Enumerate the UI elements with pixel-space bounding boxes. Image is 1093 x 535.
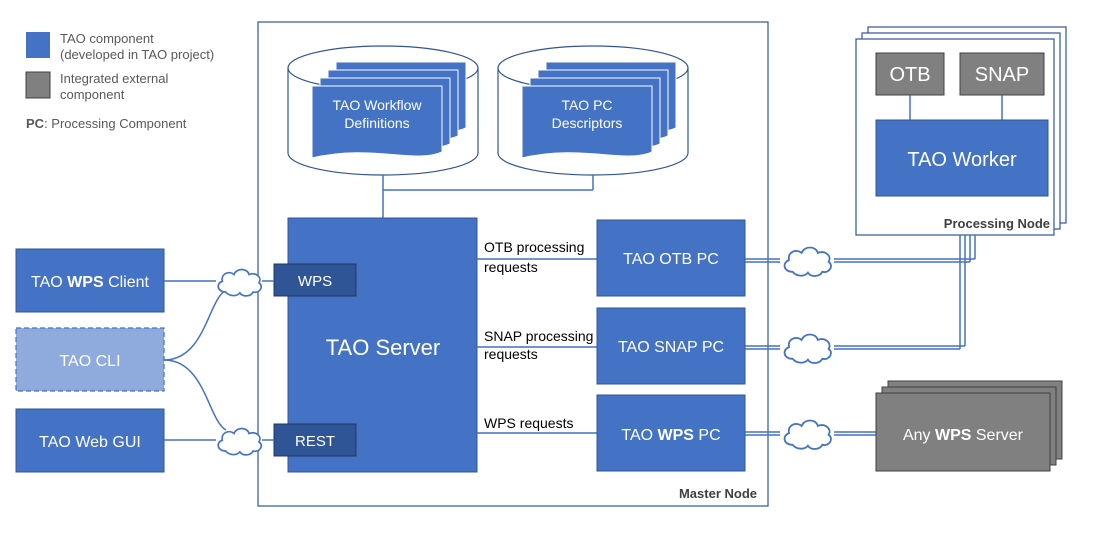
wps-port [273, 263, 357, 297]
web-gui-box [15, 408, 165, 473]
otb-request-line2: requests [484, 259, 538, 275]
wps-port-label: WPS [298, 273, 332, 290]
legend-tao-line2: (developed in TAO project) [60, 47, 214, 62]
wps-pc-box [596, 394, 746, 472]
wps-request-label: WPS requests [484, 415, 573, 431]
wps-pc-label: TAO WPS PC [621, 427, 720, 444]
legend-pc-text: : Processing Component [44, 116, 187, 131]
client-links [163, 280, 274, 441]
otb-label: OTB [889, 64, 930, 86]
any-wps-server-box [875, 392, 1051, 472]
master-node-label: Master Node [679, 486, 757, 501]
legend-external-line2: component [60, 87, 125, 102]
processing-node-label: Processing Node [944, 216, 1050, 231]
tao-worker-label: TAO Worker [907, 149, 1017, 171]
network-cloud-wps [217, 268, 263, 297]
wps-client-label: TAO WPS Client [31, 274, 150, 291]
legend: TAO component (developed in TAO project)… [25, 31, 214, 131]
otb-request-line1: OTB processing [484, 239, 584, 255]
tao-worker-box [875, 119, 1049, 197]
network-cloud-snap [783, 333, 832, 364]
snap-pc-box [596, 307, 746, 385]
server-pc-links [477, 258, 597, 434]
legend-tao-swatch [26, 32, 50, 58]
otb-pc-box [596, 219, 746, 297]
workflow-db-line1: TAO Workflow [333, 97, 423, 113]
network-cloud-otb [783, 246, 832, 277]
rest-port [273, 423, 357, 457]
network-cloud-wps-ext [783, 419, 832, 450]
web-gui-label: TAO Web GUI [39, 434, 141, 451]
legend-pc-note: PC: Processing Component [26, 116, 187, 131]
snap-request-line2: requests [484, 346, 538, 362]
wps-client-box [15, 248, 165, 313]
db-connectors [382, 175, 594, 218]
snap-pc-label: TAO SNAP PC [618, 339, 724, 356]
legend-pc-abbrev: PC [26, 116, 45, 131]
processing-node-stack: OTB SNAP TAO Worker Processing Node [855, 26, 1067, 236]
pc-descriptor-line2: Descriptors [552, 115, 623, 131]
pc-descriptor-db: TAO PC Descriptors [497, 45, 689, 176]
rest-port-label: REST [295, 433, 335, 450]
cli-label: TAO CLI [59, 353, 120, 370]
workflow-db: TAO Workflow Definitions [287, 45, 479, 176]
pc-descriptor-line1: TAO PC [561, 97, 612, 113]
tao-server-label: TAO Server [326, 335, 441, 360]
snap-label: SNAP [975, 64, 1029, 86]
otb-pc-label: TAO OTB PC [623, 251, 719, 268]
legend-external-swatch [25, 71, 51, 99]
cli-box [15, 327, 165, 392]
legend-external-line1: Integrated external [60, 71, 169, 86]
snap-box [959, 52, 1045, 96]
any-wps-server-stack: Any WPS Server [875, 380, 1063, 472]
network-cloud-rest [217, 427, 263, 456]
legend-tao-line1: TAO component [60, 31, 154, 46]
any-wps-server-label: Any WPS Server [903, 427, 1024, 444]
external-links [745, 235, 976, 436]
snap-request-line1: SNAP processing [484, 328, 593, 344]
workflow-db-line2: Definitions [344, 115, 409, 131]
